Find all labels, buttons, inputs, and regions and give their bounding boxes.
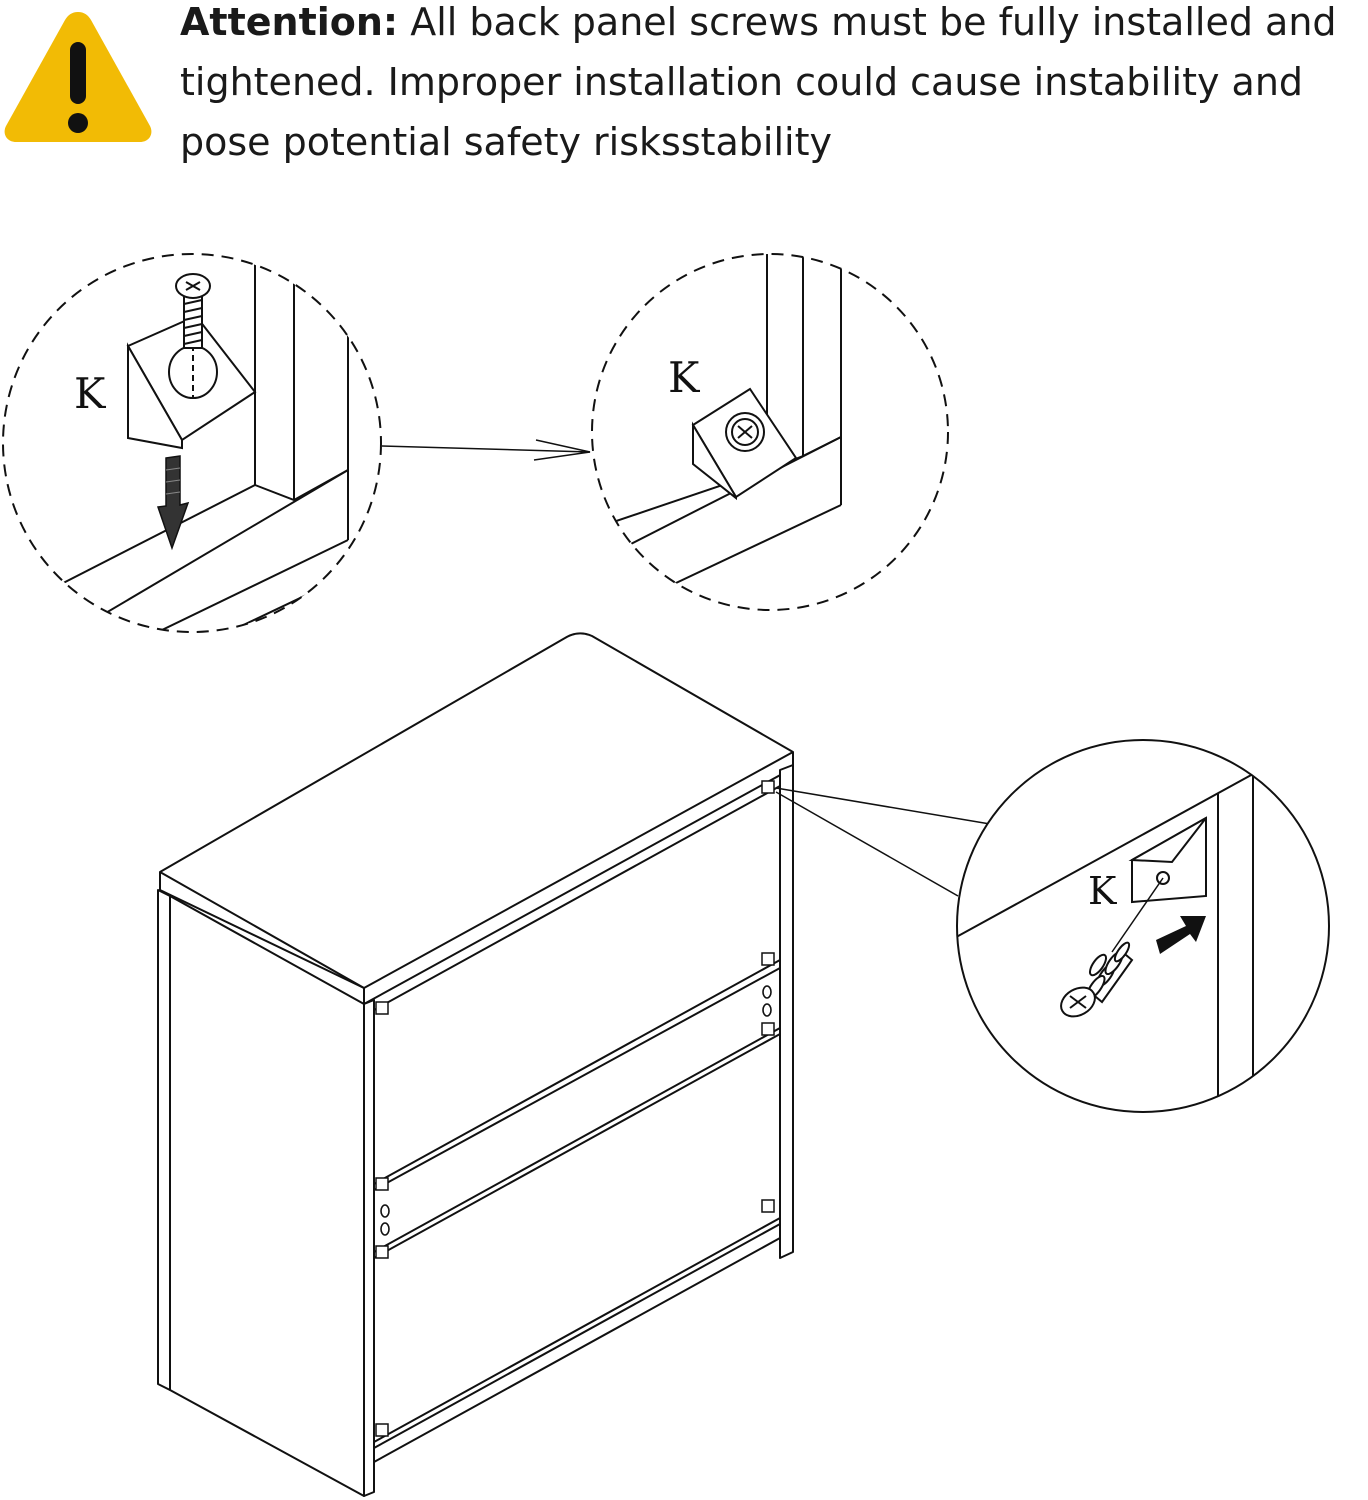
warning-triangle-icon <box>4 12 152 142</box>
detail-circle-2: K <box>591 253 949 611</box>
corner-brackets <box>375 780 775 1437</box>
screw-guide-line <box>1111 877 1164 953</box>
connector-arrow <box>381 439 591 461</box>
part-label-k-1: K <box>74 369 107 418</box>
detail-circle-3: K <box>956 739 1330 1113</box>
detail-circle-1: K <box>2 253 382 633</box>
attention-warning: Attention: All back panel screws must be… <box>0 0 1368 180</box>
down-arrow-icon <box>156 455 190 551</box>
warning-message: Attention: All back panel screws must be… <box>180 0 1366 172</box>
dresser-back-view <box>157 632 794 1497</box>
screw-icon <box>1060 941 1134 1018</box>
warning-body: All back panel screws must be fully inst… <box>180 0 1337 164</box>
screw-holes <box>380 985 772 1236</box>
bracket-k-with-screw <box>126 273 257 450</box>
warning-title: Attention: <box>180 0 399 44</box>
callout-lines <box>775 787 991 897</box>
bracket-k-side <box>1128 816 1207 904</box>
bracket-k-installed <box>691 387 798 501</box>
right-arrow-icon <box>1156 916 1206 954</box>
part-label-k-2: K <box>668 353 701 402</box>
part-label-k-3: K <box>1088 869 1117 913</box>
